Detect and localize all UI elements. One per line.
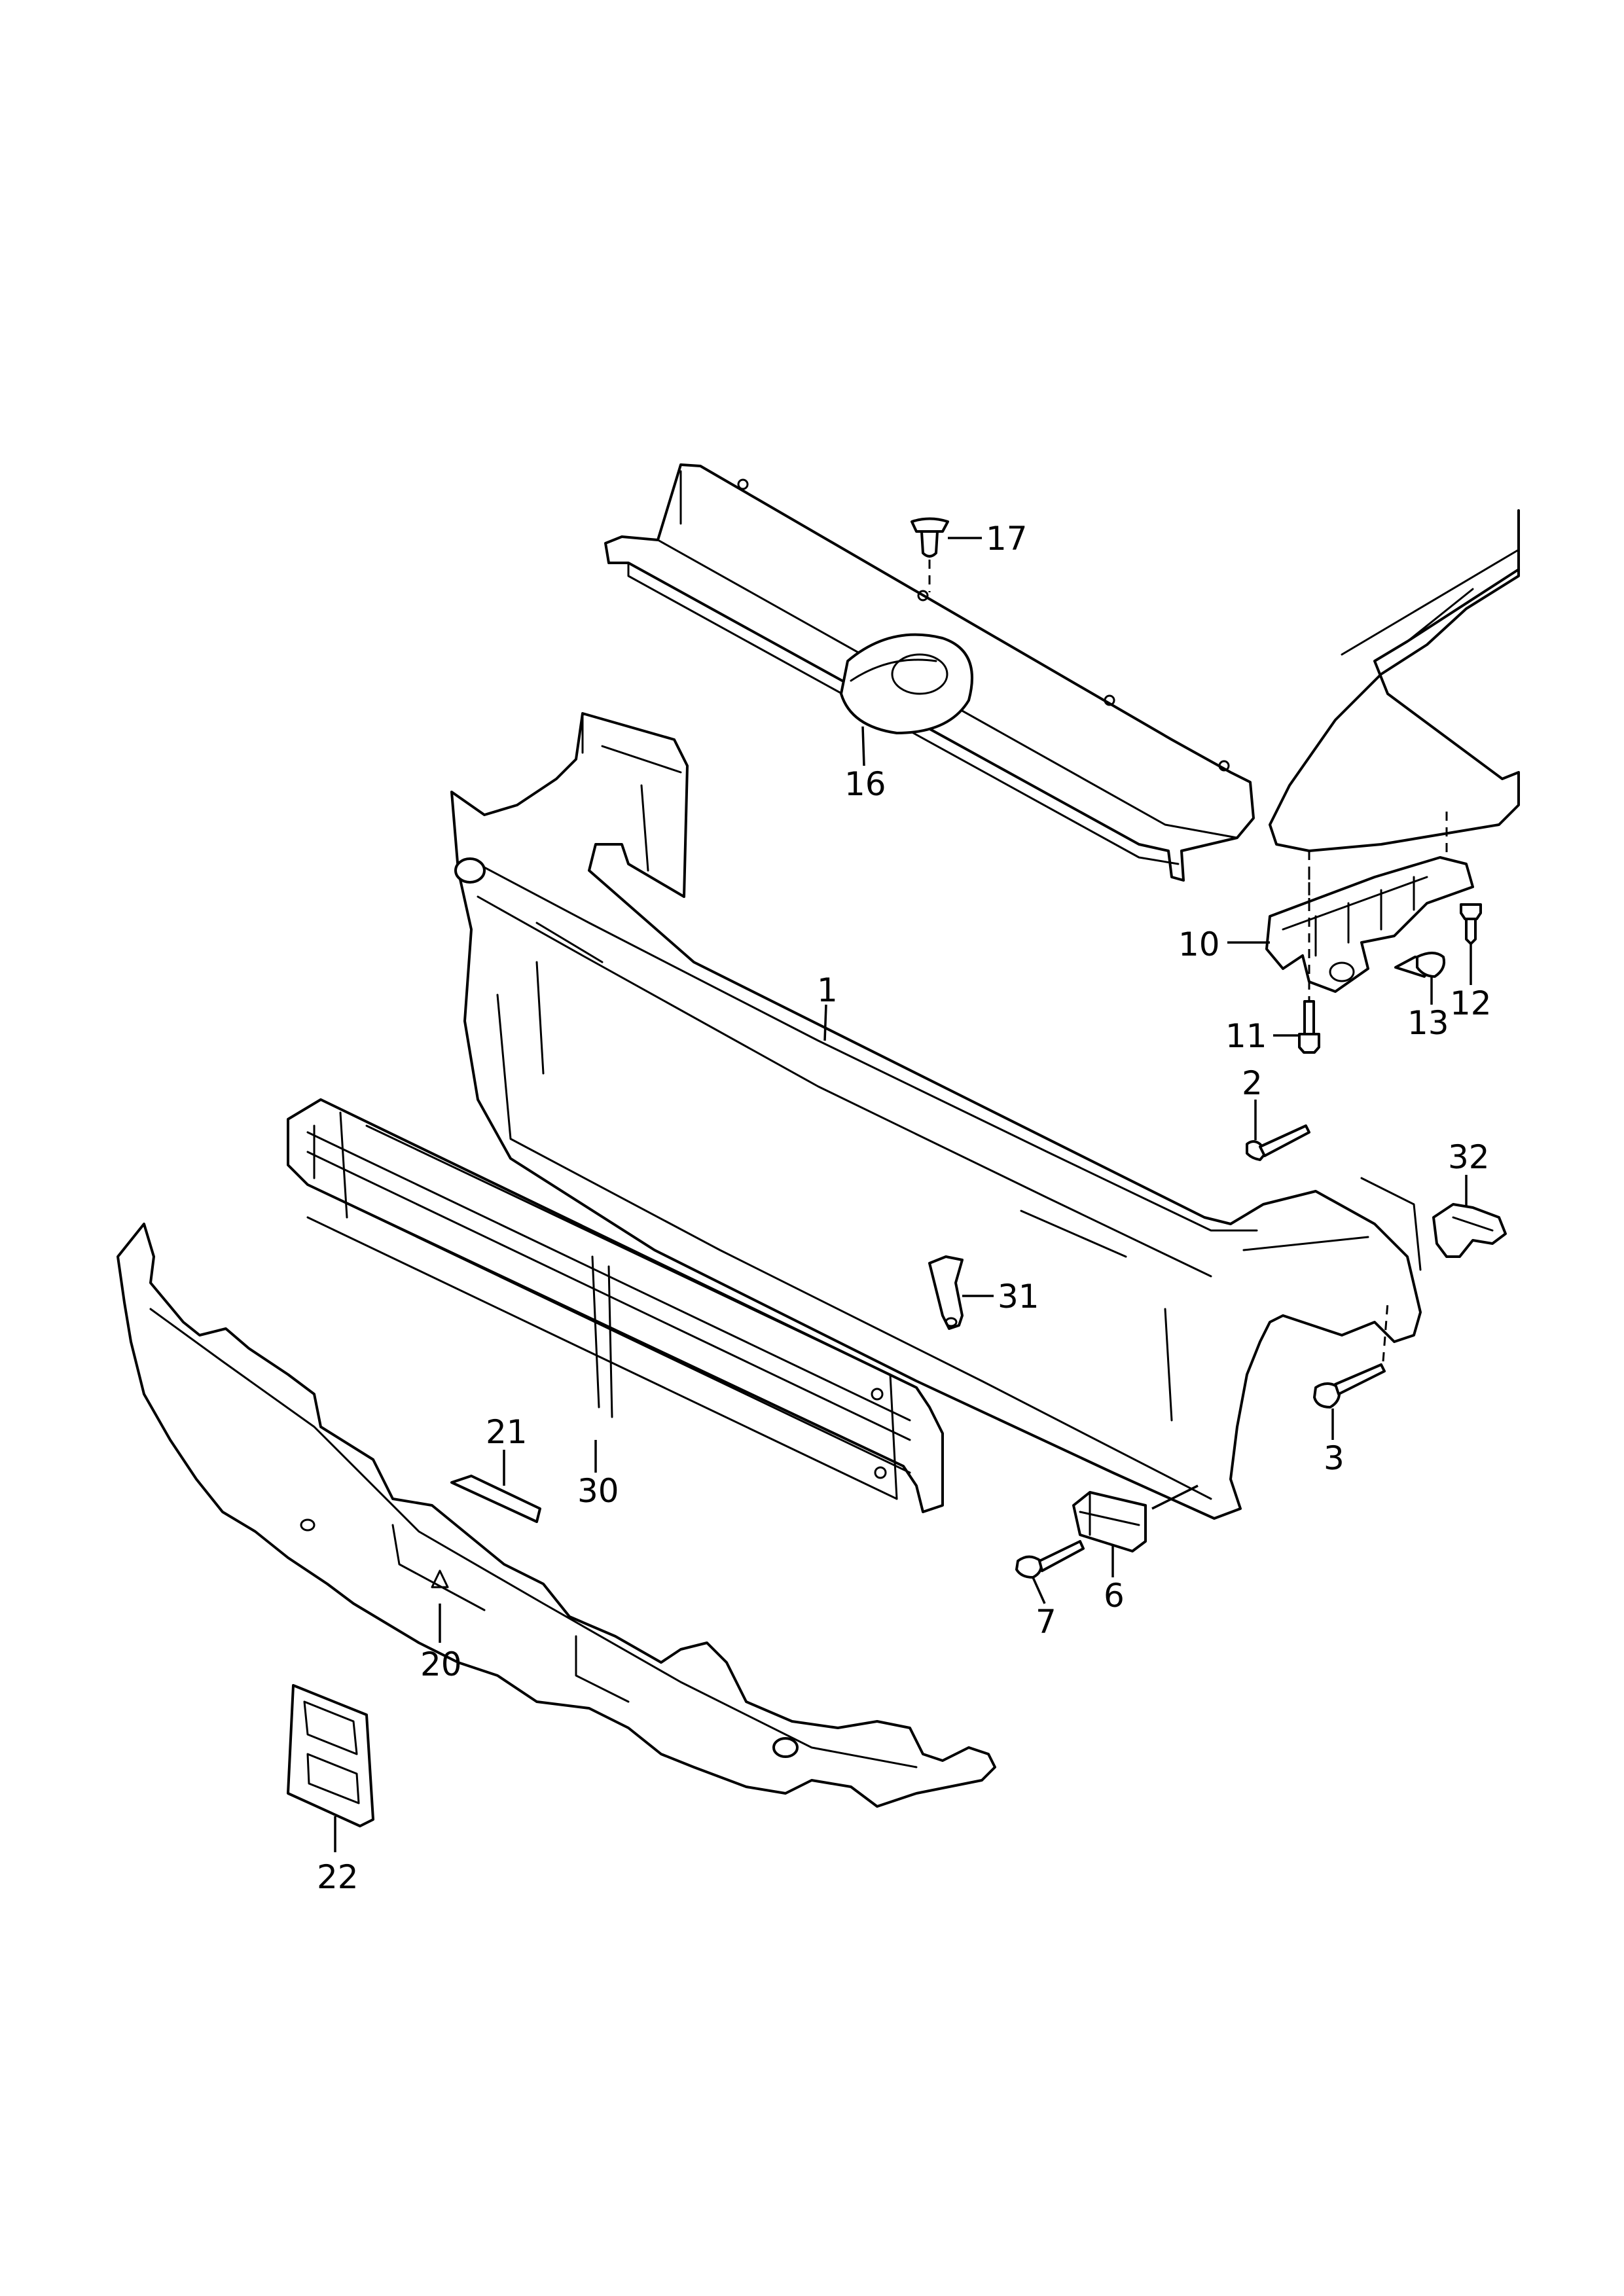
callout-31: 31 — [998, 1278, 1039, 1316]
callout-1: 1 — [817, 971, 838, 1009]
part-12-screw — [1460, 903, 1482, 985]
callout-10: 10 — [1178, 925, 1220, 963]
headlight-outline — [1269, 509, 1520, 903]
part-7-screw — [1015, 1540, 1085, 1604]
callout-30: 30 — [577, 1472, 619, 1510]
part-6-buffer — [1072, 1484, 1199, 1577]
part-31-bracket — [928, 1255, 994, 1330]
part-16-air-guide — [604, 463, 1255, 882]
part-17-clip — [911, 517, 982, 592]
part-20-absorber — [117, 1223, 996, 1808]
callout-16: 16 — [844, 765, 886, 803]
callout-labels: 1 2 3 6 7 10 11 12 13 16 17 20 21 22 30 … — [317, 520, 1492, 1896]
callout-6: 6 — [1104, 1577, 1125, 1615]
part-32-bracket — [1432, 1175, 1507, 1258]
callout-11: 11 — [1225, 1017, 1267, 1055]
callout-17: 17 — [986, 520, 1028, 558]
part-21-strip — [450, 1450, 541, 1523]
part-11-screw — [1273, 870, 1320, 1054]
part-10-bracket — [1227, 856, 1474, 993]
part-1-carrier — [450, 712, 1422, 1520]
part-3-screw — [1313, 1302, 1389, 1440]
callout-2: 2 — [1242, 1064, 1263, 1102]
part-22-pad — [287, 1684, 374, 1852]
part-30-grille — [287, 1098, 944, 1513]
part-2-screw — [1246, 1100, 1310, 1161]
callout-3: 3 — [1324, 1439, 1344, 1477]
callout-32: 32 — [1448, 1138, 1490, 1176]
callout-12: 12 — [1450, 984, 1492, 1022]
callout-7: 7 — [1036, 1603, 1056, 1641]
callout-13: 13 — [1407, 1004, 1449, 1042]
callout-20: 20 — [420, 1645, 462, 1683]
callout-22: 22 — [317, 1858, 359, 1896]
callout-21: 21 — [486, 1413, 528, 1451]
part-13-screw — [1394, 952, 1446, 1005]
